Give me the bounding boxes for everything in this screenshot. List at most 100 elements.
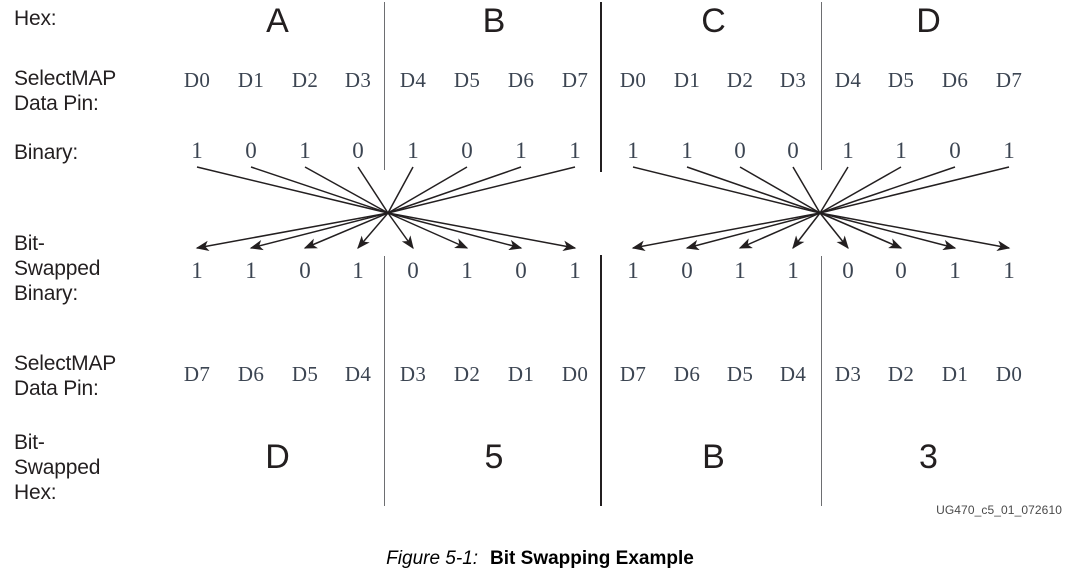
binary-cell: 0 [461,138,473,163]
bit-swap-line-in [632,166,821,214]
hex-top-cell: D [916,2,941,40]
swapped-binary-cell: 0 [842,258,854,283]
binary-cell: 0 [352,138,364,163]
pin-top-cell: D5 [453,68,481,92]
bit-swap-line-in [819,166,956,214]
binary-cell: 1 [191,138,203,163]
bit-swap-arrow-out [738,212,821,249]
pin-bottom-cell: D5 [291,362,319,386]
bit-swap-arrow-out [303,212,389,249]
bit-swap-line-in [792,166,821,214]
hex-top-cell: A [266,2,289,40]
pin-top-cell: D4 [399,68,427,92]
hex-bottom-cell: B [702,438,725,476]
binary-cell: 1 [407,138,419,163]
swapped-binary-cell: 1 [787,258,799,283]
pin-bottom-cell: D7 [619,362,647,386]
bit-swap-line-in [686,166,821,214]
row-label-selectmap-bottom: SelectMAP Data Pin: [14,352,117,400]
figure-caption: Figure 5-1: Bit Swapping Example [0,548,1080,570]
binary-cell: 0 [734,138,746,163]
divider-nibble-ab-bottom [384,256,385,506]
hex-top-cell: C [701,2,726,40]
bit-swap-arrow-out [357,212,389,249]
bit-swap-line-in [387,166,576,214]
row-label-hex: Hex: [14,7,57,30]
pin-top-cell: D2 [291,68,319,92]
binary-cell: 0 [245,138,257,163]
row-label-swapped-binary: Bit- Swapped Binary: [14,232,101,305]
swapped-binary-cell: 1 [734,258,746,283]
pin-bottom-cell: D1 [941,362,969,386]
swapped-binary-cell: 1 [569,258,581,283]
pin-top-cell: D4 [834,68,862,92]
hex-bottom-cell: 5 [484,438,504,476]
bit-swap-arrow-out [685,212,821,251]
bit-swap-line-in [819,166,1010,214]
swapped-binary-cell: 0 [407,258,419,283]
bit-swap-arrow-out [819,212,849,250]
binary-cell: 1 [895,138,907,163]
swapped-binary-cell: 1 [191,258,203,283]
binary-cell: 1 [1003,138,1015,163]
pin-bottom-cell: D3 [399,362,427,386]
binary-cell: 1 [627,138,639,163]
divider-nibble-cd-bottom [821,256,822,506]
bit-swap-line-in [196,166,389,214]
bit-swap-arrow-out [819,212,957,251]
pin-top-cell: D1 [673,68,701,92]
swapped-binary-cell: 1 [461,258,473,283]
binary-cell: 1 [299,138,311,163]
figure-number: Figure 5-1: [386,548,479,569]
swapped-binary-cell: 1 [949,258,961,283]
pin-bottom-cell: D6 [673,362,701,386]
bit-swap-line-in [387,166,414,214]
pin-top-cell: D6 [507,68,535,92]
bit-swap-arrow-out [195,212,389,252]
swapped-binary-cell: 1 [1003,258,1015,283]
bit-swap-arrow-out [387,212,469,249]
binary-cell: 1 [569,138,581,163]
bit-swap-line-in [819,166,849,214]
hex-bottom-cell: D [265,438,290,476]
bit-swap-arrow-out [819,212,1011,252]
divider-nibble-cd-top [821,2,822,170]
row-label-selectmap-top: SelectMAP Data Pin: [14,67,117,115]
swapped-binary-cell: 0 [299,258,311,283]
swapped-binary-cell: 1 [245,258,257,283]
pin-bottom-cell: D3 [834,362,862,386]
pin-bottom-cell: D4 [344,362,372,386]
row-label-swapped-hex: Bit- Swapped Hex: [14,431,101,504]
pin-top-cell: D7 [561,68,589,92]
pin-top-cell: D3 [779,68,807,92]
pin-top-cell: D7 [995,68,1023,92]
pin-top-cell: D2 [726,68,754,92]
pin-bottom-cell: D5 [726,362,754,386]
swapped-binary-cell: 0 [895,258,907,283]
swapped-binary-cell: 1 [352,258,364,283]
bit-swap-arrow-out [387,212,414,250]
binary-cell: 1 [681,138,693,163]
pin-top-cell: D6 [941,68,969,92]
divider-byte-bc-bottom [600,255,602,506]
hex-top-cell: B [482,2,506,40]
bit-swap-arrow-out [387,212,523,251]
row-label-binary: Binary: [14,141,78,164]
pin-top-cell: D3 [344,68,372,92]
hex-bottom-cell: 3 [919,438,938,476]
pin-bottom-cell: D0 [561,362,589,386]
pin-bottom-cell: D6 [237,362,265,386]
swapped-binary-cell: 1 [627,258,639,283]
bit-swap-line-in [387,166,522,214]
pin-bottom-cell: D0 [995,362,1023,386]
figure-title: Bit Swapping Example [490,548,694,569]
bit-swap-line-in [387,166,468,214]
bit-swap-arrow-out [387,212,577,251]
bit-swap-arrow-out [631,212,821,251]
divider-byte-bc-top [600,2,602,172]
pin-bottom-cell: D1 [507,362,535,386]
bit-swap-arrow-out [249,212,389,251]
binary-cell: 1 [515,138,527,163]
